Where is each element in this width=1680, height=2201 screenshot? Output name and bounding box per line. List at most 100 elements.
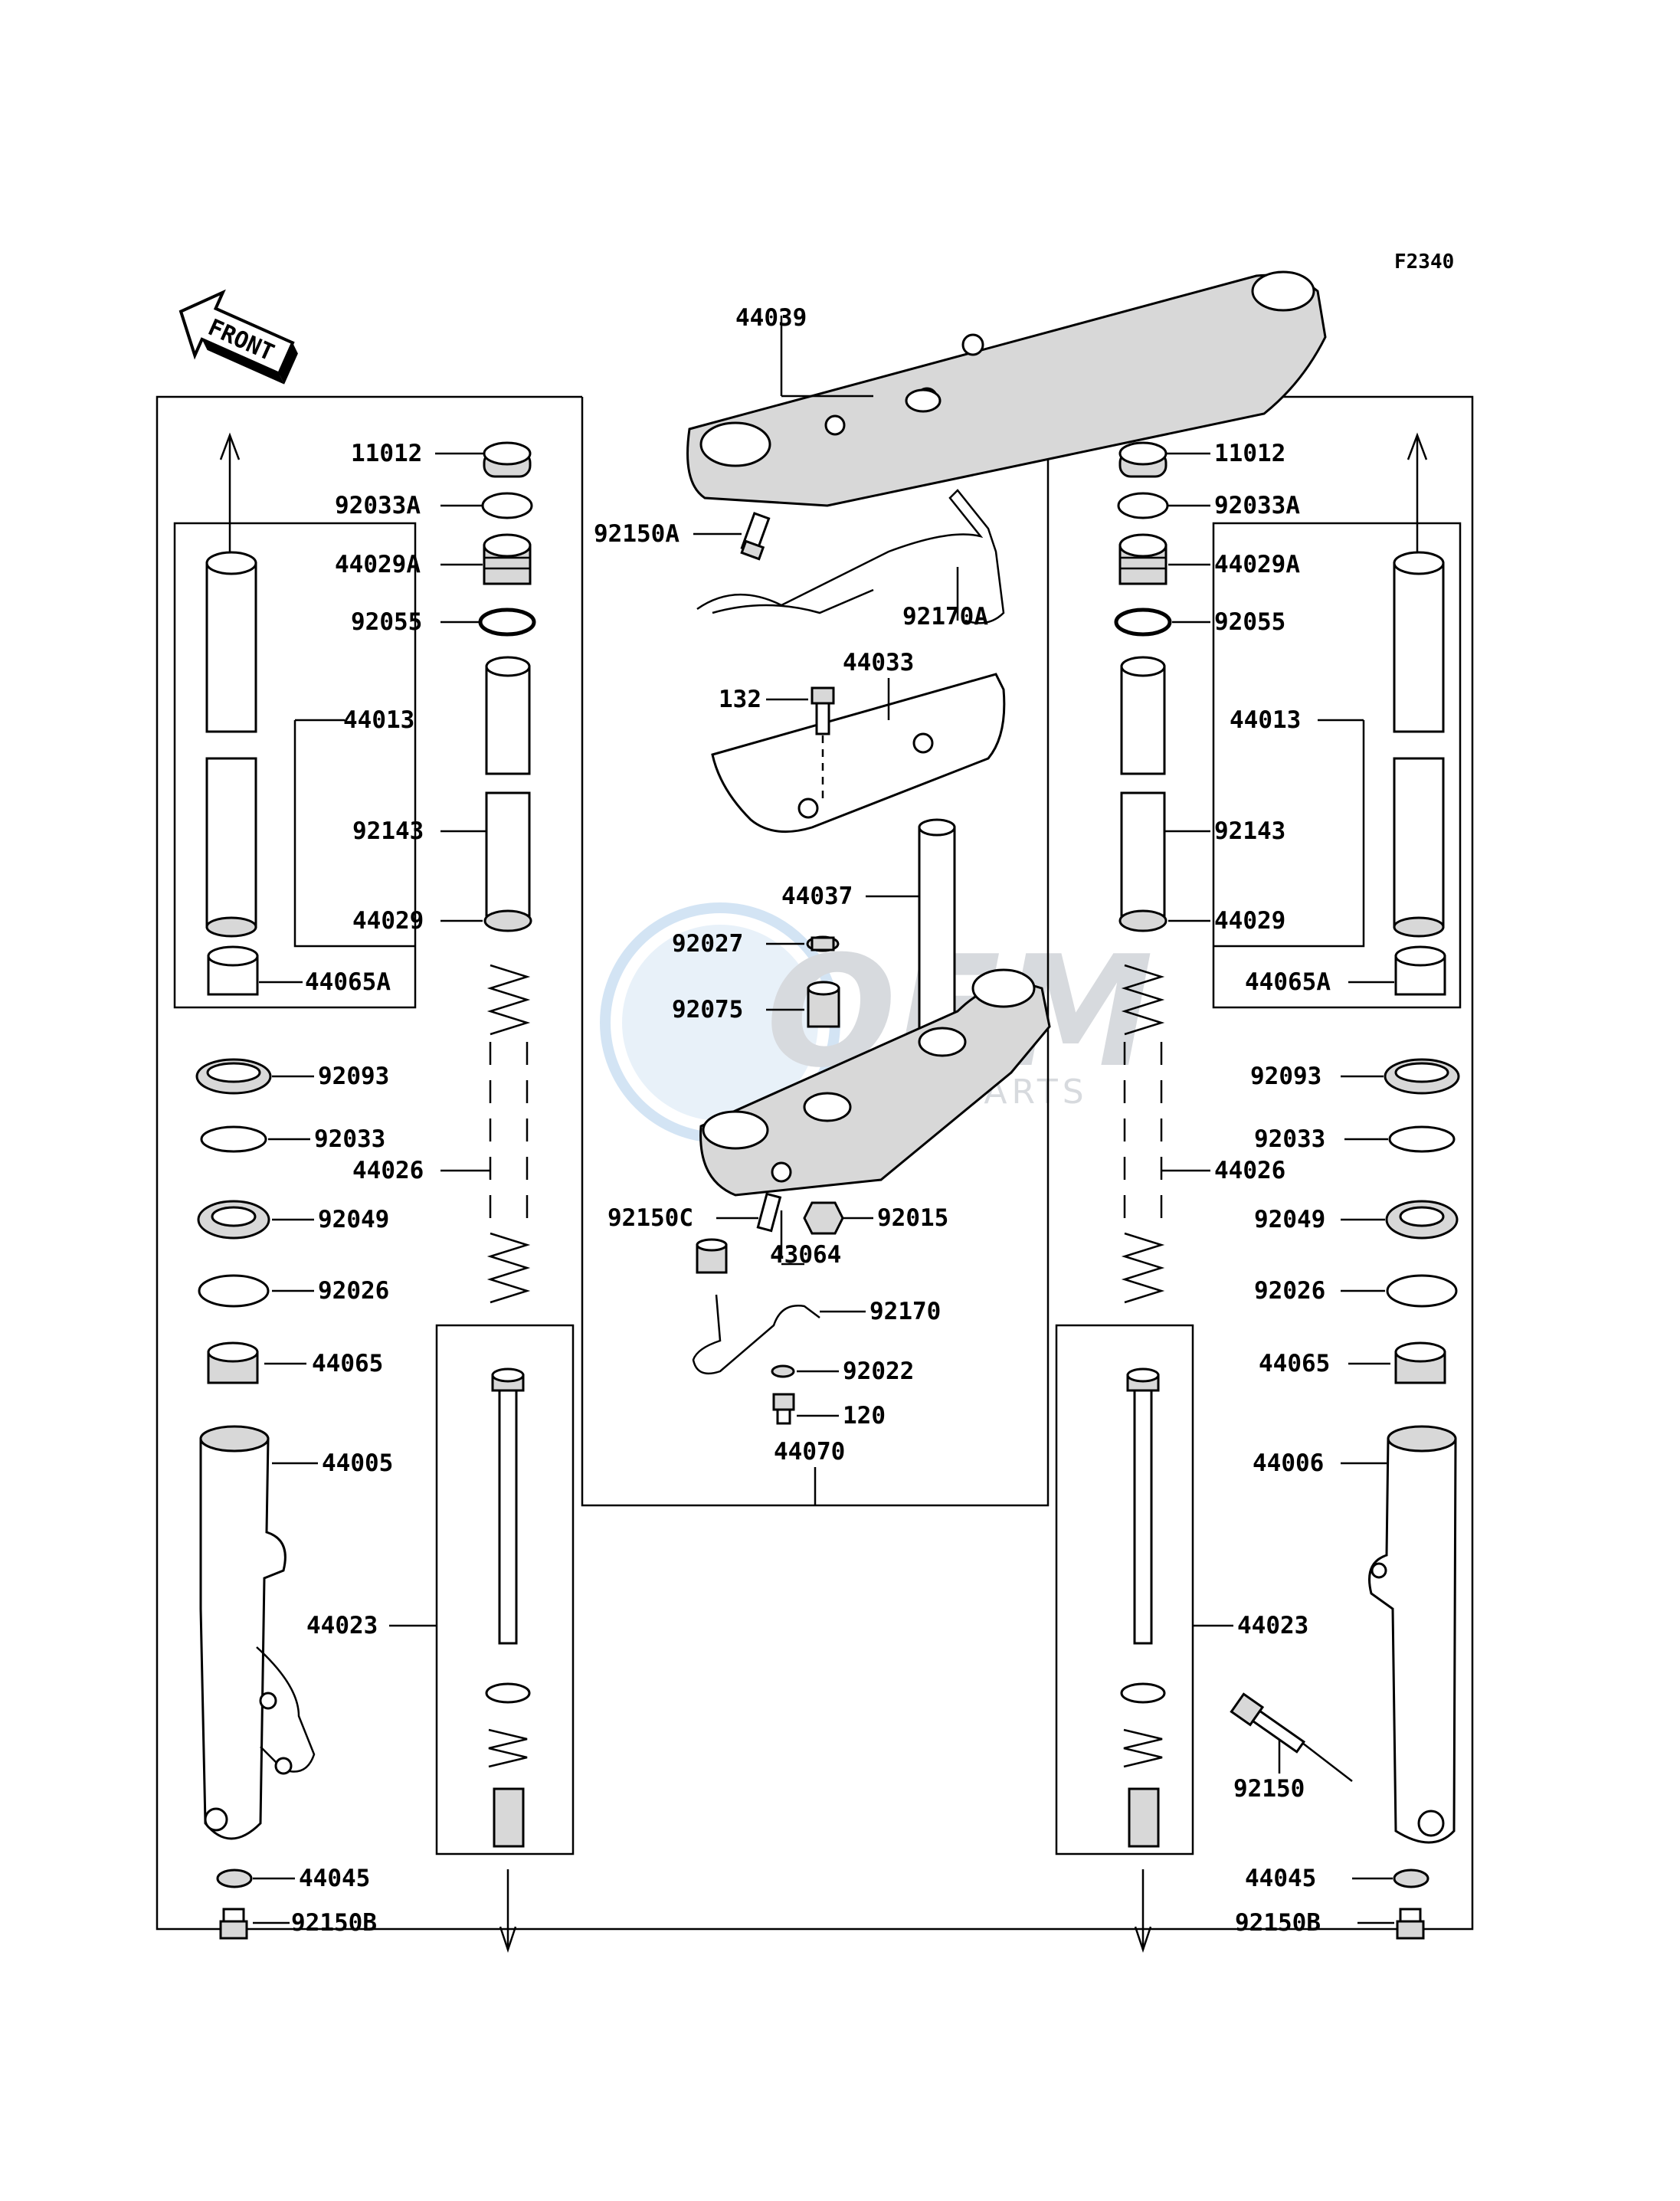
right-44013-box	[1212, 522, 1462, 1009]
right-bolt-92150-icon	[1230, 1692, 1306, 1754]
right-outer-tube-44006	[1368, 1425, 1457, 1844]
left-label-92055: 92055	[351, 608, 422, 636]
left-label-44029A: 44029A	[335, 551, 421, 578]
label-120: 120	[843, 1402, 886, 1430]
left-washer-44045-icon	[216, 1869, 253, 1888]
left-cap-11012-icon	[483, 441, 532, 478]
right-label-44045: 44045	[1245, 1865, 1316, 1892]
right-spacer-92143-icon	[1120, 656, 1166, 917]
right-seal-92093-icon	[1384, 1058, 1460, 1095]
right-label-11012: 11012	[1214, 440, 1285, 467]
figure-code: F2340	[1394, 251, 1454, 273]
left-label-92150B: 92150B	[291, 1909, 377, 1937]
left-plug-44029A-icon	[483, 533, 532, 585]
front-arrow-icon: FRONT	[178, 289, 298, 385]
right-label-92033: 92033	[1254, 1125, 1325, 1153]
label-92075: 92075	[672, 996, 743, 1024]
right-clip-92033-icon	[1388, 1125, 1456, 1153]
left-oring-92055-icon	[478, 608, 536, 637]
right-label-92093: 92093	[1250, 1063, 1321, 1090]
left-label-92049: 92049	[318, 1206, 389, 1233]
washer-92022-icon	[771, 1364, 795, 1378]
right-ring-92033A-icon	[1117, 492, 1169, 519]
washer-92027-icon	[806, 935, 840, 952]
left-label-92033: 92033	[314, 1125, 385, 1153]
label-44070: 44070	[774, 1438, 845, 1466]
right-washer-92026-icon	[1386, 1274, 1458, 1308]
right-damper-rod-44023-icon	[1120, 1367, 1166, 1848]
right-bushing-44065-icon	[1394, 1341, 1446, 1384]
left-damper-rod-44023-icon	[485, 1367, 531, 1848]
right-tube-44013-icon	[1393, 432, 1445, 938]
right-oring-92055-icon	[1114, 608, 1172, 637]
nut-92015-icon	[803, 1201, 844, 1235]
left-label-92033A: 92033A	[335, 492, 421, 519]
right-label-44065: 44065	[1259, 1350, 1330, 1377]
left-frame	[156, 395, 1474, 1931]
bolt-92150A-icon	[740, 512, 771, 561]
right-washer-44029-icon	[1118, 909, 1167, 932]
bolt-132-icon	[811, 686, 835, 735]
left-bushing-44065-icon	[207, 1341, 259, 1384]
right-label-92033A: 92033A	[1214, 492, 1300, 519]
left-oilseal-92049-icon	[197, 1200, 270, 1240]
left-washer-92026-icon	[198, 1274, 270, 1308]
right-cap-11012-icon	[1118, 441, 1167, 478]
upper-bracket-44039	[686, 270, 1327, 507]
label-44033: 44033	[843, 649, 914, 676]
left-clip-92033-icon	[200, 1125, 267, 1153]
left-label-44029: 44029	[352, 907, 424, 935]
left-label-44045: 44045	[299, 1865, 370, 1892]
right-label-44029: 44029	[1214, 907, 1285, 935]
right-label-44026: 44026	[1214, 1157, 1285, 1184]
label-92170: 92170	[869, 1298, 941, 1325]
left-washer-44029-icon	[483, 909, 532, 932]
right-label-92049: 92049	[1254, 1206, 1325, 1233]
wire-clamp-92170A-icon	[696, 489, 1005, 624]
right-spring-44026-icon	[1121, 964, 1165, 1304]
label-44039: 44039	[735, 304, 807, 332]
right-label-92150B: 92150B	[1235, 1909, 1321, 1937]
lower-bracket	[699, 968, 1051, 1197]
right-label-44023: 44023	[1237, 1612, 1308, 1639]
right-label-92026: 92026	[1254, 1277, 1325, 1305]
clamp-92170-icon	[692, 1294, 820, 1375]
bolt-92150C-icon	[756, 1192, 782, 1233]
left-label-44013: 44013	[343, 706, 414, 734]
left-label-11012: 11012	[351, 440, 422, 467]
right-label-44029A: 44029A	[1214, 551, 1300, 578]
right-oilseal-92049-icon	[1385, 1200, 1459, 1240]
left-label-92026: 92026	[318, 1277, 389, 1305]
label-92150A: 92150A	[594, 520, 680, 548]
right-44023-box	[1055, 1324, 1194, 1855]
right-label-44006: 44006	[1253, 1449, 1324, 1477]
left-bushing-44065A-icon	[207, 945, 259, 996]
bushing-92075-icon	[807, 981, 840, 1028]
right-plug-44029A-icon	[1118, 533, 1167, 585]
left-label-92093: 92093	[318, 1063, 389, 1090]
right-bolt-92150B-icon	[1396, 1908, 1425, 1940]
right-label-92055: 92055	[1214, 608, 1285, 636]
left-label-44026: 44026	[352, 1157, 424, 1184]
right-label-92143: 92143	[1214, 817, 1285, 845]
left-tube-44013-icon	[205, 432, 257, 938]
right-label-92150: 92150	[1233, 1775, 1305, 1803]
left-ring-92033A-icon	[481, 492, 533, 519]
bolt-120-icon	[772, 1393, 795, 1425]
plate-44033	[711, 673, 1006, 834]
label-44037: 44037	[781, 883, 853, 910]
left-label-44023: 44023	[306, 1612, 378, 1639]
left-bolt-92150B-icon	[219, 1908, 248, 1940]
left-label-92143: 92143	[352, 817, 424, 845]
right-washer-44045-icon	[1393, 1869, 1429, 1888]
right-label-44013: 44013	[1230, 706, 1301, 734]
left-label-44065: 44065	[312, 1350, 383, 1377]
left-seal-92093-icon	[195, 1058, 272, 1095]
left-outer-tube-44005	[199, 1425, 316, 1840]
left-44013-box	[173, 522, 417, 1009]
left-44023-box	[435, 1324, 575, 1855]
label-92170A: 92170A	[902, 603, 988, 630]
right-bushing-44065A-icon	[1394, 945, 1446, 996]
